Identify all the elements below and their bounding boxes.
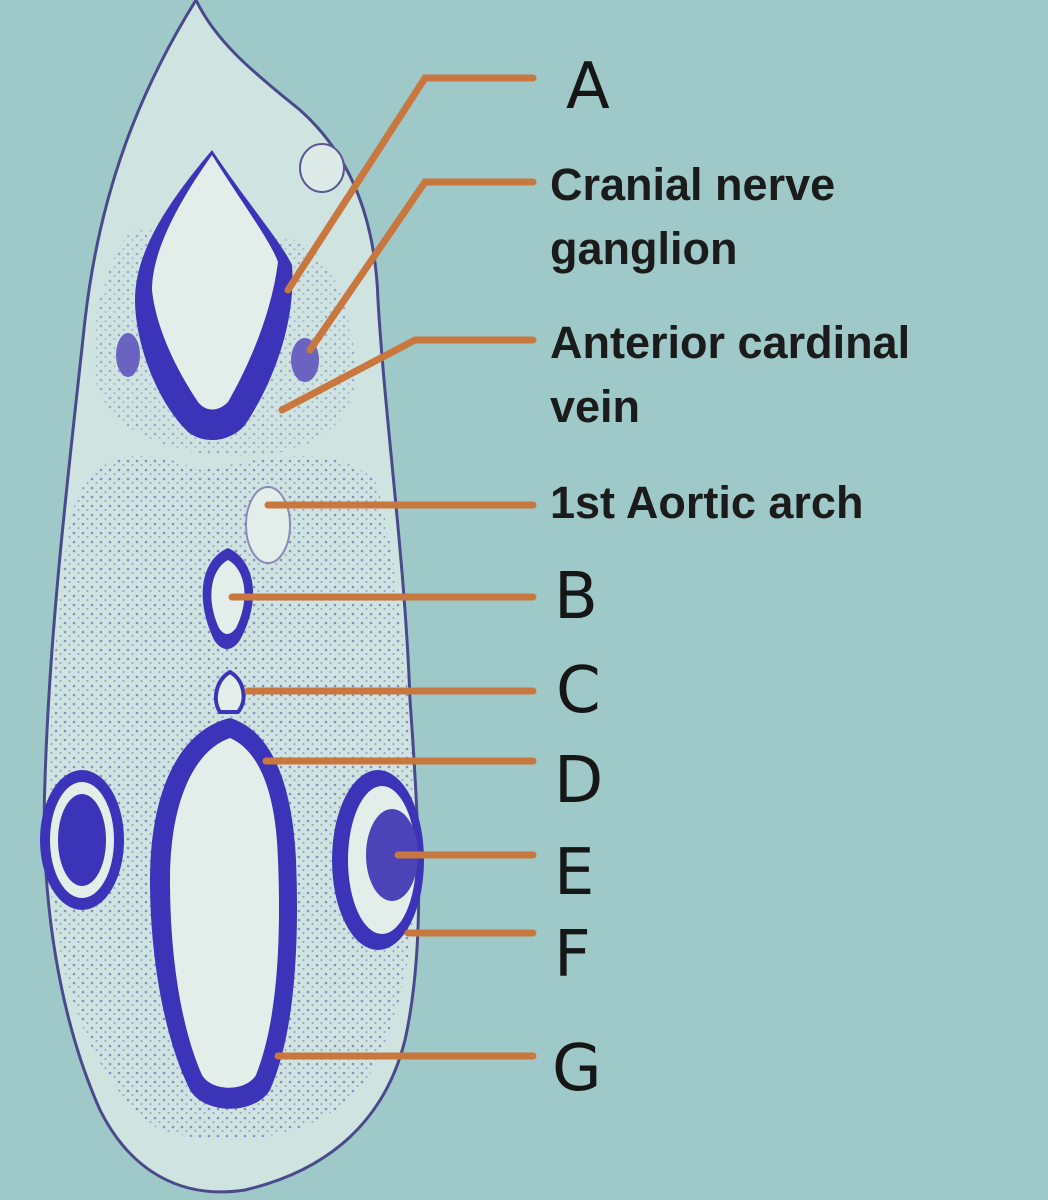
left-ring-core	[58, 794, 106, 886]
pharynx-lumen	[211, 560, 245, 634]
label-d: D	[554, 744, 604, 818]
right-ring-core	[366, 809, 418, 901]
neural-tube-lumen	[152, 155, 278, 410]
surface-vesicle	[299, 143, 345, 193]
label-cranial-nerve-ganglion-line2: ganglion	[550, 223, 738, 274]
label-c: C	[556, 654, 601, 728]
label-g: G	[552, 1032, 602, 1106]
leader-line-cranial-nerve-ganglion	[306, 178, 537, 354]
label-f: F	[554, 918, 591, 992]
label-b: B	[554, 560, 598, 634]
label-a: A	[566, 50, 610, 124]
leader-lines	[228, 74, 537, 1060]
left-ganglion-shape	[116, 333, 140, 377]
aortic-arch-shape	[245, 486, 291, 564]
small-lumen	[213, 669, 246, 714]
leader-line-a	[284, 74, 537, 294]
gut-tube-lumen	[170, 738, 280, 1088]
label-e: E	[554, 836, 595, 910]
leader-line-anterior-cardinal-vein	[278, 336, 537, 414]
label-anterior-cardinal-vein-line1: Anterior cardinal	[550, 317, 911, 368]
label-anterior-cardinal-vein-line2: vein	[550, 381, 641, 432]
label-cranial-nerve-ganglion-line1: Cranial nerve	[550, 159, 836, 210]
label-first-aortic-arch: 1st Aortic arch	[550, 477, 864, 528]
